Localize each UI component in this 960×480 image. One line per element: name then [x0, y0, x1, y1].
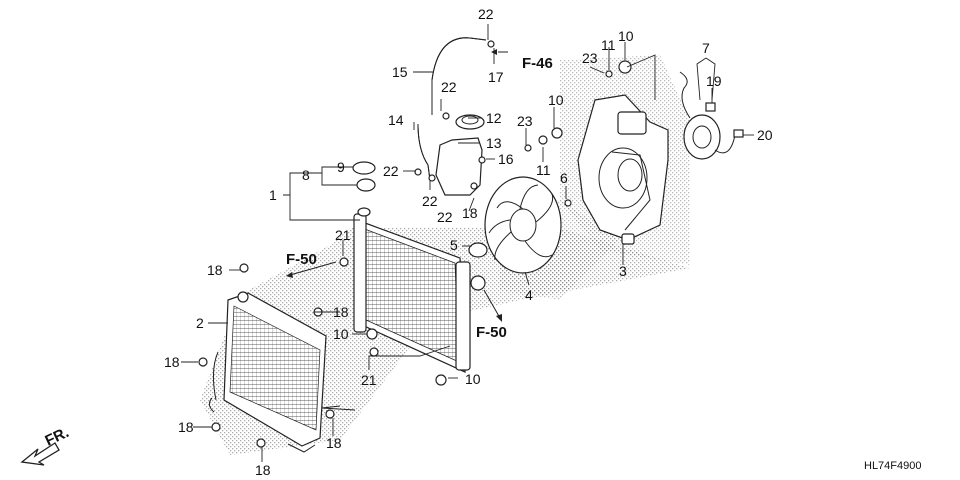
- ref-label: F-50: [476, 324, 507, 341]
- radiator: [353, 207, 486, 373]
- callout: 18: [462, 205, 478, 221]
- callout: 11: [536, 162, 551, 178]
- callout: 22: [383, 163, 399, 179]
- callout: 7: [702, 40, 710, 56]
- fan-motor: [679, 71, 744, 160]
- callout: 20: [757, 127, 773, 143]
- callout: 18: [333, 304, 349, 320]
- callout: 18: [326, 435, 342, 451]
- callout: 23: [582, 50, 598, 66]
- direction-label: FR.: [43, 424, 72, 450]
- reference-arrows: [20, 49, 508, 466]
- callout: 2: [196, 315, 204, 331]
- callout: 8: [302, 167, 310, 183]
- callout: 14: [388, 112, 404, 128]
- fan-shroud: [577, 94, 669, 245]
- callout: 10: [465, 371, 481, 387]
- leader-lines: [181, 24, 754, 462]
- callout: 9: [337, 159, 345, 175]
- callout: 1: [269, 187, 277, 203]
- callout: 13: [486, 135, 502, 151]
- callout: 17: [488, 69, 504, 85]
- callout-labels: 1 2 3 4 5 6 7 8 9 10 10 10 10 11 11 12 1…: [164, 6, 773, 478]
- ref-label: F-46: [522, 55, 553, 72]
- callout: 10: [548, 92, 564, 108]
- callout: 18: [255, 462, 271, 478]
- callout: 21: [335, 227, 351, 243]
- callout: 10: [333, 326, 349, 342]
- callout: 23: [517, 113, 533, 129]
- callout: 22: [441, 79, 457, 95]
- diagram-code: HL74F4900: [864, 460, 922, 472]
- hoses: [417, 37, 487, 181]
- callout: 10: [618, 28, 634, 44]
- callout: 3: [619, 263, 627, 279]
- callout: 18: [178, 419, 194, 435]
- callout: 6: [560, 170, 568, 186]
- callout: 11: [601, 37, 616, 53]
- callout: 12: [486, 110, 502, 126]
- callout: 21: [361, 372, 377, 388]
- callout: 22: [478, 6, 494, 22]
- callout: 18: [164, 354, 180, 370]
- callout: 4: [525, 287, 533, 303]
- radiator-cap: [352, 161, 376, 192]
- ref-label: F-50: [286, 251, 317, 268]
- fasteners: [198, 40, 632, 448]
- callout: 5: [450, 237, 458, 253]
- callout: 22: [422, 193, 438, 209]
- reference-labels: F-46 F-50 F-50 FR. HL74F4900: [43, 55, 922, 472]
- reserve-tank: [435, 114, 485, 196]
- front-arrow-icon: [20, 442, 60, 466]
- callout: 18: [207, 262, 223, 278]
- callout: 19: [706, 73, 722, 89]
- callout: 15: [392, 64, 408, 80]
- fan: [468, 176, 562, 274]
- oil-cooler: [208, 291, 327, 453]
- callout: 16: [498, 151, 514, 167]
- callout: 22: [437, 209, 453, 225]
